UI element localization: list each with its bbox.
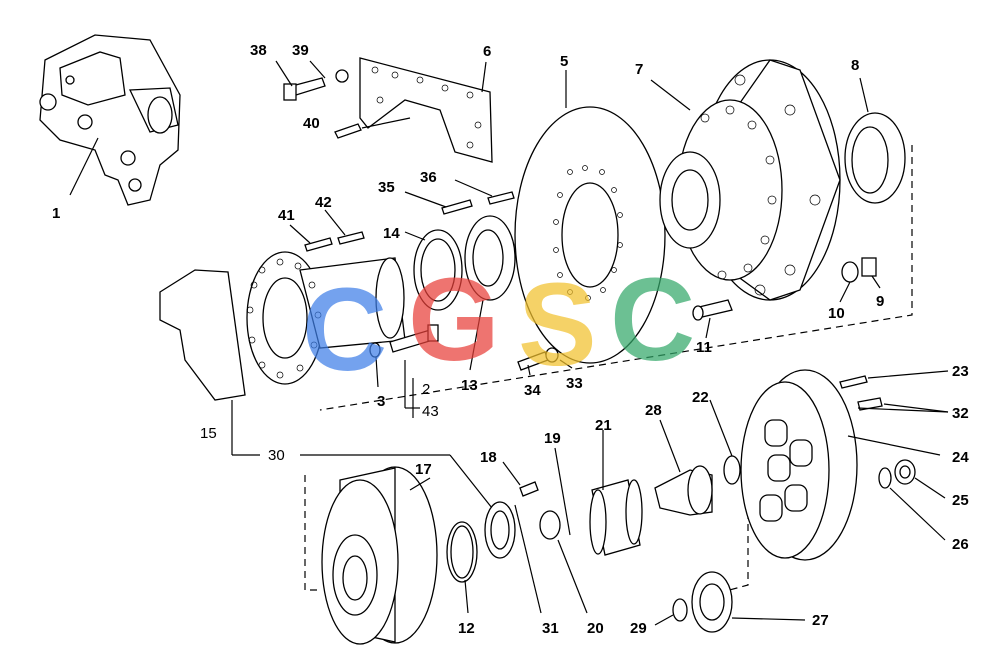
- callout-42: 42: [315, 194, 332, 211]
- callout-33: 33: [566, 375, 583, 392]
- callout-3: 3: [377, 393, 385, 410]
- callout-8: 8: [851, 57, 859, 74]
- callout-21: 21: [595, 417, 612, 434]
- plug-25: [894, 459, 946, 499]
- assembly-lines: [231, 145, 913, 599]
- callout-19: 19: [544, 430, 561, 447]
- brake-caliper: [39, 34, 181, 206]
- callout-25: 25: [952, 492, 969, 509]
- callout-17: 17: [415, 461, 432, 478]
- callout-20: 20: [587, 620, 604, 637]
- nut-washer-9-10: [839, 257, 881, 303]
- callout-26: 26: [952, 536, 969, 553]
- callout-labels: 1 38 39 6 40 5 7 8 35 36 41 42 14 10 9 1…: [52, 42, 969, 637]
- callout-41: 41: [278, 207, 295, 224]
- callout-30: 30: [268, 447, 285, 464]
- callout-24: 24: [952, 449, 969, 466]
- callout-40: 40: [303, 115, 320, 132]
- bolt-2-43: [369, 324, 439, 418]
- axle-housing: [159, 251, 406, 401]
- callout-35: 35: [378, 179, 395, 196]
- watermark-letter-c: C: [302, 264, 387, 396]
- snap-rings: [446, 399, 946, 626]
- callout-29: 29: [630, 620, 647, 637]
- callout-12: 12: [458, 620, 475, 637]
- callout-39: 39: [292, 42, 309, 59]
- pins: [289, 179, 515, 252]
- wheel-hub: [650, 59, 841, 301]
- bearings-13-14: [404, 215, 516, 371]
- callout-38: 38: [250, 42, 267, 59]
- callout-6: 6: [483, 43, 491, 60]
- callout-18: 18: [480, 449, 497, 466]
- callout-9: 9: [876, 293, 884, 310]
- callout-43: 43: [422, 403, 439, 420]
- callout-2: 2: [422, 381, 430, 398]
- callout-13: 13: [461, 377, 478, 394]
- callout-23: 23: [952, 363, 969, 380]
- planetary-drum: [321, 466, 438, 645]
- watermark-letter-s: S: [518, 259, 597, 391]
- callout-27: 27: [812, 612, 829, 629]
- callout-31: 31: [542, 620, 559, 637]
- bearing-8: [844, 77, 906, 204]
- watermark: C G S C: [302, 254, 695, 396]
- callout-28: 28: [645, 402, 662, 419]
- stud-11: [692, 299, 733, 339]
- watermark-letter-c-2: C: [610, 254, 695, 386]
- callout-15: 15: [200, 425, 217, 442]
- callout-11: 11: [696, 339, 712, 356]
- callout-10: 10: [828, 305, 845, 322]
- planet-carrier: [740, 369, 949, 561]
- callout-1: 1: [52, 205, 60, 222]
- callout-7: 7: [635, 61, 643, 78]
- planet-gear: [691, 571, 806, 633]
- watermark-letter-g: G: [408, 254, 500, 386]
- shafts: [502, 419, 713, 556]
- callout-34: 34: [524, 382, 541, 399]
- callout-14: 14: [383, 225, 400, 242]
- callout-36: 36: [420, 169, 437, 186]
- parts-33-34: [517, 347, 573, 376]
- callout-5: 5: [560, 53, 568, 70]
- callout-32: 32: [952, 405, 969, 422]
- brake-disc: [514, 70, 666, 364]
- callout-22: 22: [692, 389, 709, 406]
- mounting-plate: [275, 57, 493, 163]
